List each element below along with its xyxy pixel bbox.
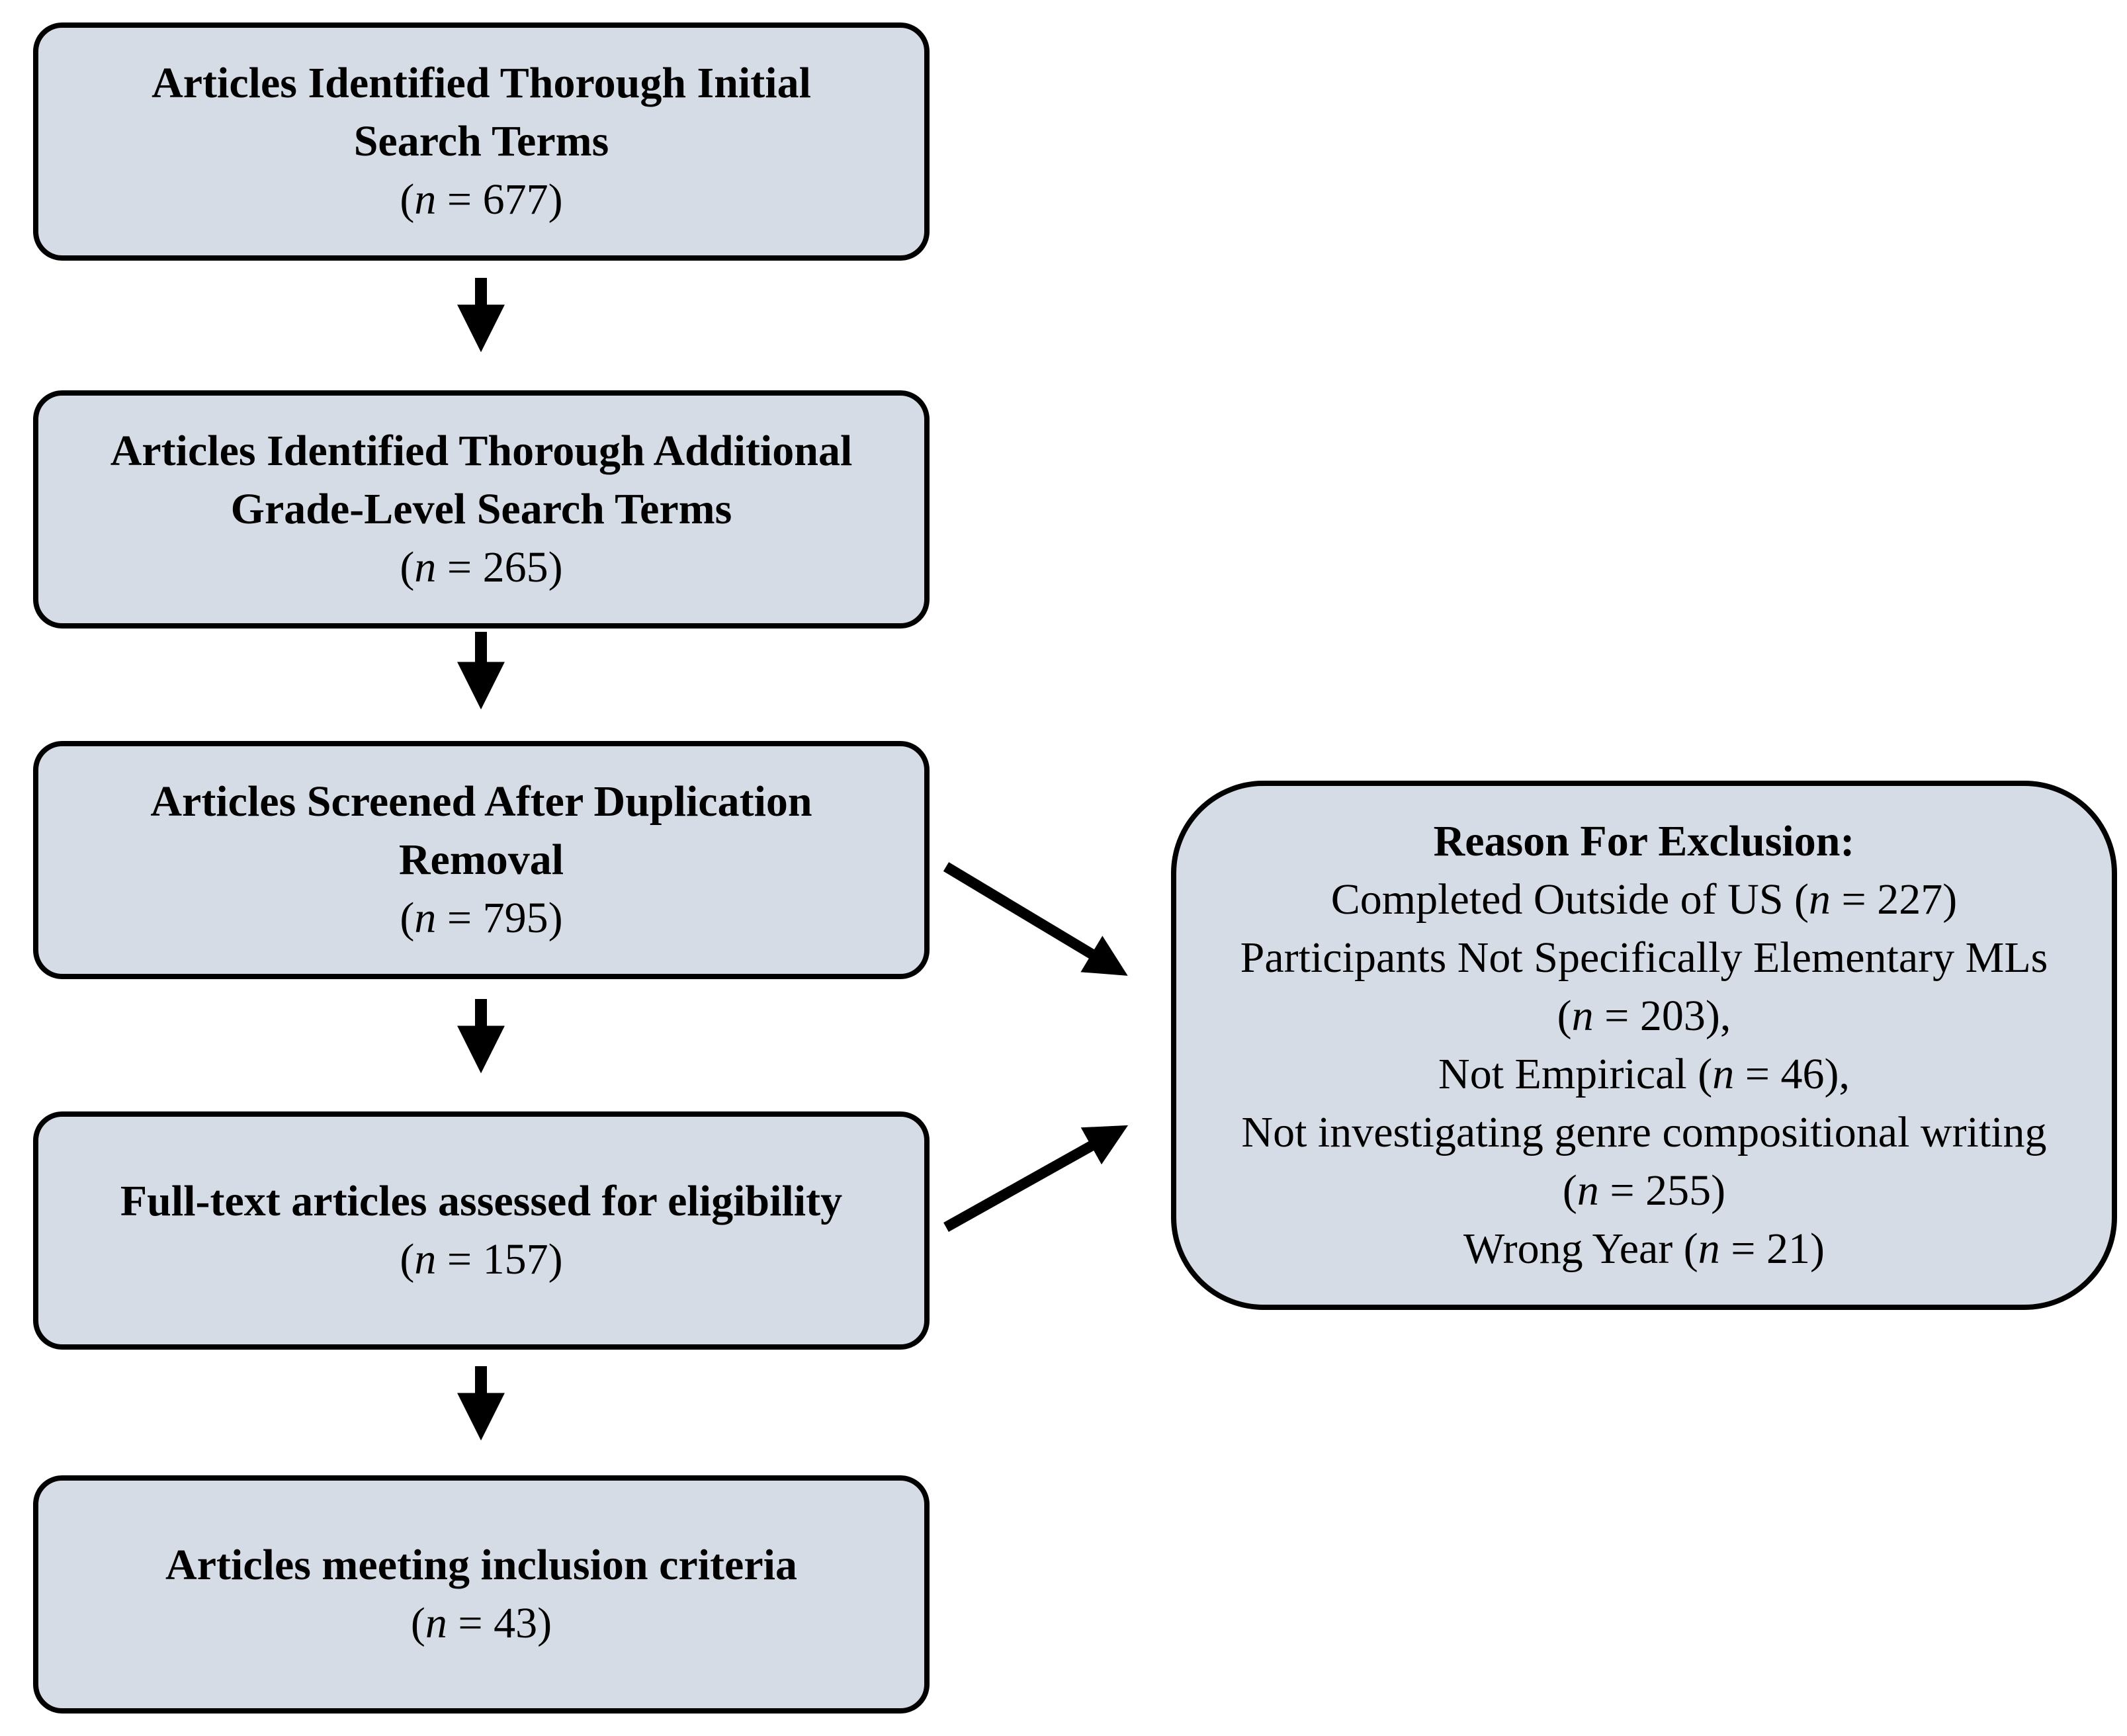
arrow-screened-to-exclusion	[943, 862, 1128, 976]
box-count: (n = 265)	[400, 543, 563, 591]
box-title-line: Full-text articles assessed for eligibil…	[120, 1177, 843, 1225]
box-count: (n = 795)	[400, 894, 563, 942]
n-label: n	[414, 1235, 437, 1283]
reason-label: Completed Outside of US	[1330, 875, 1784, 924]
box-title-line: Articles meeting inclusion criteria	[165, 1541, 797, 1589]
box-title-line: Articles Screened After Duplication	[150, 777, 812, 826]
reason-label: Not Empirical	[1438, 1050, 1687, 1098]
box-included: Articles meeting inclusion criteria (n =…	[33, 1475, 930, 1714]
n-label: n	[1577, 1166, 1599, 1215]
box-title-line: Removal	[398, 836, 564, 884]
reason-count: 203	[1639, 992, 1706, 1040]
box-additional-search: Articles Identified Thorough Additional …	[33, 390, 930, 629]
arrow-fulltext-to-exclusion	[943, 1125, 1129, 1232]
exclusion-reason: Completed Outside of US (n = 227)	[1330, 875, 1958, 924]
n-label: n	[425, 1599, 447, 1647]
n-label: n	[414, 175, 437, 224]
count-value: 43	[494, 1599, 538, 1647]
exclusion-reason-count: (n = 203),	[1557, 992, 1731, 1040]
box-exclusion-reasons: Reason For Exclusion: Completed Outside …	[1171, 781, 2117, 1310]
box-count: (n = 43)	[410, 1599, 552, 1647]
n-label: n	[414, 894, 437, 942]
exclusion-reason-label: Not investigating genre compositional wr…	[1241, 1108, 2047, 1156]
exclusion-reason: Not Empirical (n = 46),	[1438, 1050, 1850, 1098]
box-title-line: Articles Identified Thorough Additional	[110, 427, 853, 475]
exclusion-reason-count: (n = 255)	[1562, 1166, 1726, 1215]
reason-count: 46	[1780, 1050, 1825, 1098]
n-label: n	[1809, 875, 1831, 924]
box-screened: Articles Screened After Duplication Remo…	[33, 741, 930, 979]
reason-count: 255	[1645, 1166, 1712, 1215]
count-value: 795	[482, 894, 548, 942]
box-count: (n = 677)	[400, 175, 563, 224]
count-value: 157	[482, 1235, 548, 1283]
n-label: n	[414, 543, 437, 591]
count-value: 265	[482, 543, 548, 591]
box-count: (n = 157)	[400, 1235, 563, 1283]
box-title-line: Grade-Level Search Terms	[230, 485, 732, 533]
count-value: 677	[482, 175, 548, 224]
reason-label: Wrong Year	[1463, 1225, 1673, 1273]
box-full-text: Full-text articles assessed for eligibil…	[33, 1111, 930, 1350]
box-title-line: Articles Identified Thorough Initial	[152, 59, 811, 107]
reason-count: 21	[1766, 1225, 1811, 1273]
box-initial-search: Articles Identified Thorough Initial Sea…	[33, 22, 930, 261]
n-label: n	[1712, 1050, 1735, 1098]
box-title-line: Search Terms	[353, 117, 609, 165]
reason-suffix: ,	[1719, 992, 1731, 1040]
exclusion-reason: Wrong Year (n = 21)	[1463, 1225, 1825, 1273]
exclusion-reason-label: Participants Not Specifically Elementary…	[1240, 933, 2048, 982]
reason-suffix: ,	[1839, 1050, 1850, 1098]
n-label: n	[1698, 1225, 1720, 1273]
n-label: n	[1571, 992, 1594, 1040]
reason-count: 227	[1877, 875, 1943, 924]
exclusion-heading: Reason For Exclusion:	[1433, 817, 1855, 865]
